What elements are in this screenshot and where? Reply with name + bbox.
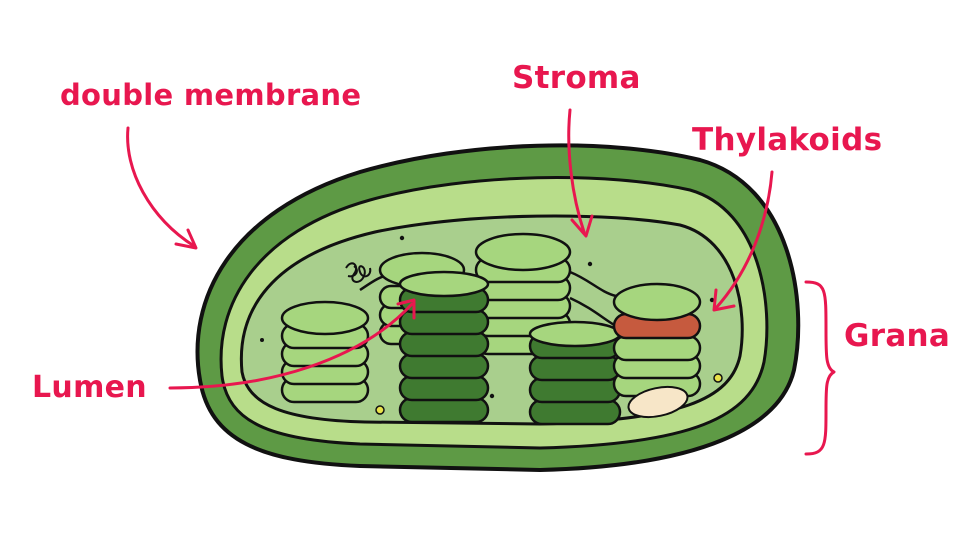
granum-front-dark bbox=[398, 270, 490, 424]
starch-grain bbox=[627, 385, 689, 419]
stroma-lamella bbox=[569, 270, 617, 298]
label-stroma: Stroma bbox=[512, 60, 641, 96]
chloroplast bbox=[195, 143, 801, 473]
arrow-thylakoids bbox=[714, 170, 774, 310]
arrowhead-stroma bbox=[570, 214, 594, 238]
label-arrows bbox=[126, 108, 836, 456]
label-thylakoids: Thylakoids bbox=[692, 122, 883, 158]
label-double-membrane: double membrane bbox=[60, 78, 362, 112]
arrow-double-membrane bbox=[126, 126, 196, 248]
granum-left bbox=[280, 300, 370, 404]
label-lumen: Lumen bbox=[32, 370, 147, 405]
dna-squiggle bbox=[345, 262, 372, 283]
arrowhead-thylakoids bbox=[712, 288, 736, 312]
stroma-particles bbox=[260, 235, 723, 415]
grana-bracket bbox=[804, 280, 836, 456]
label-grana: Grana bbox=[844, 318, 951, 354]
arrow-lumen bbox=[168, 302, 414, 390]
granum-mid-dark bbox=[528, 320, 622, 426]
arrowhead-double-membrane bbox=[174, 228, 198, 250]
arrow-stroma bbox=[567, 108, 586, 234]
arrowhead-lumen bbox=[396, 298, 416, 320]
granum-right bbox=[612, 282, 702, 398]
